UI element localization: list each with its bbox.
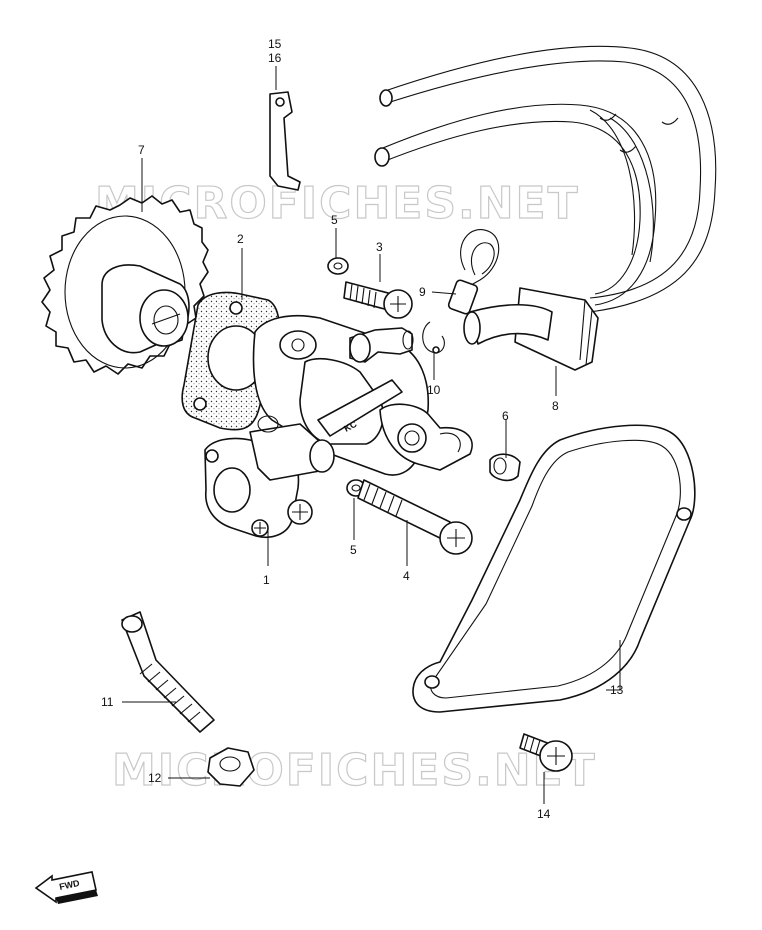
callout-1: 1 <box>263 573 270 587</box>
callout-8: 8 <box>552 399 559 413</box>
callout-10: 10 <box>427 383 441 397</box>
oil-pump-body: KC <box>204 314 473 538</box>
callout-13: 13 <box>610 683 624 697</box>
pump-drive-gear <box>41 195 209 375</box>
washer-top <box>327 257 349 275</box>
callout-6: 6 <box>502 409 509 423</box>
hose-clip <box>269 91 301 191</box>
pump-gasket <box>181 291 281 431</box>
callout-4: 4 <box>403 569 410 583</box>
stud-bolt <box>121 611 215 733</box>
bolt-short <box>343 281 413 319</box>
leader-lines <box>122 66 621 804</box>
fwd-label: FWD <box>58 878 81 892</box>
callout-9: 9 <box>419 285 426 299</box>
callout-15: 15 <box>268 37 282 51</box>
retaining-clip <box>422 321 445 354</box>
oil-hose-assembly <box>374 45 717 371</box>
bolt-long <box>357 479 473 555</box>
callout-2: 2 <box>237 232 244 246</box>
fwd-arrow-icon: FWD <box>34 871 98 904</box>
callout-12: 12 <box>148 771 162 785</box>
callout-14: 14 <box>537 807 551 821</box>
callout-5a: 5 <box>331 213 338 227</box>
hex-nut <box>207 747 255 787</box>
cover-screw <box>519 733 573 772</box>
watermark-bottom: MICROFICHES.NET <box>112 745 597 796</box>
callout-labels: 1 2 3 4 5 5 6 7 8 9 10 11 12 13 14 15 16 <box>101 37 624 821</box>
callout-16: 16 <box>268 51 282 65</box>
callout-11: 11 <box>101 695 114 709</box>
callout-5b: 5 <box>350 543 357 557</box>
union-fitting <box>489 453 521 482</box>
callout-7: 7 <box>138 143 145 157</box>
callout-3: 3 <box>376 240 383 254</box>
cover-gasket <box>412 424 696 713</box>
